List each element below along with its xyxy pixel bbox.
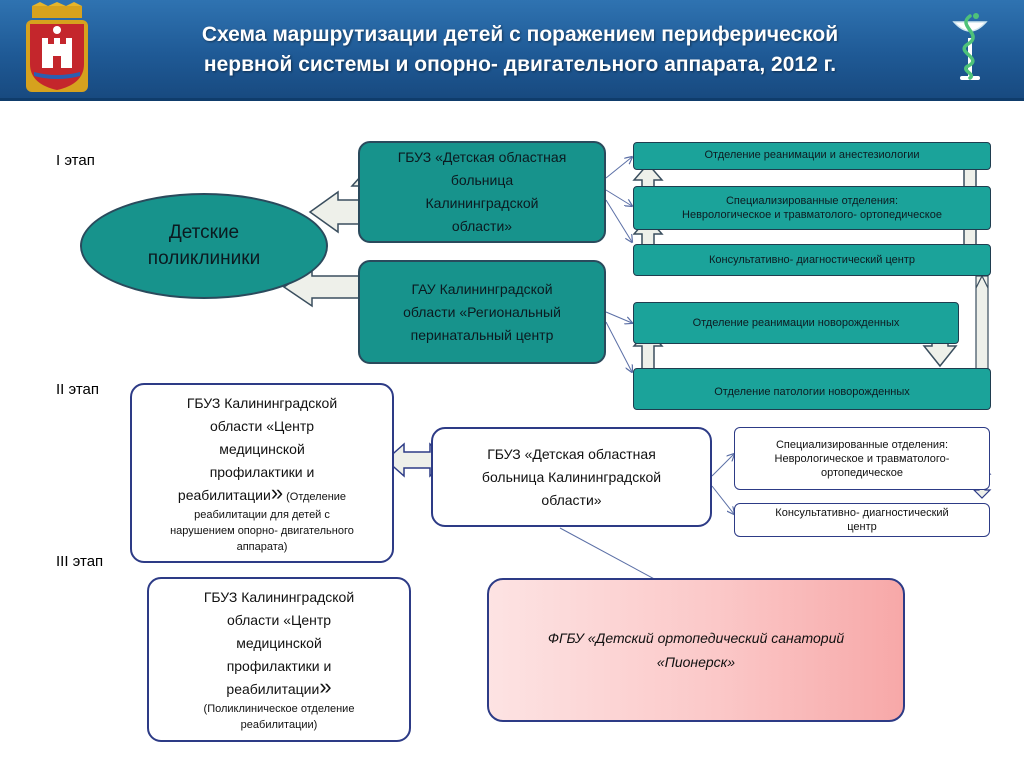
prevention2-note-line-2: реабилитации для детей с xyxy=(194,508,330,521)
dept-newborn-pathology: Отделение патологии новорожденных xyxy=(633,368,991,410)
prevention2-line-5: реабилитации xyxy=(177,486,271,503)
connector-hospital-specialized xyxy=(605,189,632,206)
prevention2-note-line-4: аппарата) xyxy=(236,540,288,553)
dept2-consultative-line-2: центр xyxy=(847,521,877,533)
connector-hospital-reanimation xyxy=(605,157,632,179)
dept2-specialized-line-1: Специализированные отделения: xyxy=(775,438,949,451)
title-line-2: нервной системы и опорно- двигательного … xyxy=(203,53,837,76)
title-line-1: Схема маршрутизации детей с поражением п… xyxy=(201,23,839,46)
prevention3-line-5: реабилитации xyxy=(226,681,320,697)
prevention2-note-line-3: нарушением опорно- двигательного xyxy=(170,524,354,537)
prevention2-quote: » xyxy=(270,479,284,505)
dept2-specialized-line-3: ортопедическое xyxy=(821,466,903,479)
dept-newborn-reanimation: Отделение реанимации новорожденных xyxy=(633,302,959,344)
connector-perinatal-newborn-reanimation xyxy=(605,311,632,323)
sanatorium-line-2: «Пионерск» xyxy=(656,654,736,670)
perinatal-line-1: ГАУ Калининградской xyxy=(411,280,553,297)
connector-hospital2-consultative xyxy=(711,485,734,514)
prevention3-note-line-2: реабилитации) xyxy=(240,719,318,731)
prevention2-line-5-row: реабилитации» (Отделение xyxy=(177,481,347,507)
perinatal-line-2: области «Региональный xyxy=(403,303,561,320)
dept-specialized-line-1: Специализированные отделения: xyxy=(725,195,899,207)
prevention2-line-4: профилактики и xyxy=(209,463,315,480)
dept-reanimation-label: Отделение реанимации и анестезиологии xyxy=(704,149,920,161)
dept-specialized-line-2: Неврологическое и травматолого- ортопеди… xyxy=(682,209,942,221)
children-hospital-line-2: больница xyxy=(450,172,514,188)
prevention3-line-4: профилактики и xyxy=(226,658,332,674)
header-banner: Схема маршрутизации детей с поражением п… xyxy=(0,0,1024,101)
bowl-of-hygieia-icon xyxy=(952,13,988,80)
stage-label-1: I этап xyxy=(56,152,95,169)
loop-arrow-consultative-to-newborn-pathology xyxy=(959,275,989,381)
children-clinics-node: Детские поликлиники xyxy=(80,193,328,299)
prevention-center-stage2-node: ГБУЗ Калининградской области «Центр меди… xyxy=(130,383,394,563)
kaliningrad-coat-of-arms-icon xyxy=(26,2,88,92)
perinatal-center-node: ГАУ Калининградской области «Региональны… xyxy=(358,260,606,364)
dept-reanimation-anesthesiology: Отделение реанимации и анестезиологии xyxy=(633,142,991,170)
dept2-specialized: Специализированные отделения: Неврологич… xyxy=(734,427,990,490)
page-title: Схема маршрутизации детей с поражением п… xyxy=(120,20,920,80)
prevention3-note-line-1: (Поликлиническое отделение xyxy=(203,703,355,715)
prevention2-line-2: области «Центр xyxy=(209,417,315,434)
connector-hospital-consultative xyxy=(605,199,632,242)
perinatal-line-3: перинатальный центр xyxy=(410,326,554,343)
prevention2-line-3: медицинской xyxy=(219,440,305,457)
prevention3-line-3: медицинской xyxy=(236,635,322,651)
sanatorium-node: ФГБУ «Детский ортопедический санаторий «… xyxy=(487,578,905,722)
children-hospital-line-4: области» xyxy=(451,218,513,234)
dept-newborn-reanimation-label: Отделение реанимации новорожденных xyxy=(692,317,900,329)
dept-specialized: Специализированные отделения: Неврологич… xyxy=(633,186,991,230)
stage-label-3: III этап xyxy=(56,553,104,570)
dept2-consultative-line-1: Консультативно- диагностический xyxy=(775,507,949,519)
sanatorium-line-1: ФГБУ «Детский ортопедический санаторий xyxy=(547,630,845,646)
children-hospital-stage2-node: ГБУЗ «Детская областная больница Калинин… xyxy=(431,427,712,527)
prevention-center-stage3-node: ГБУЗ Калининградской области «Центр меди… xyxy=(147,577,411,742)
prevention2-line-1: ГБУЗ Калининградской xyxy=(186,394,338,411)
dept2-consultative-center: Консультативно- диагностический центр xyxy=(734,503,990,537)
prevention3-line-5-row: реабилитации» xyxy=(226,676,331,701)
connector-hospital2-specialized xyxy=(711,454,734,477)
hospital2-line-3: области» xyxy=(541,491,602,508)
children-hospital-node: ГБУЗ «Детская областная больница Калинин… xyxy=(358,141,606,243)
hospital2-line-1: ГБУЗ «Детская областная xyxy=(487,445,656,462)
loop-arrow-head xyxy=(975,274,989,289)
dept-newborn-pathology-label: Отделение патологии новорожденных xyxy=(714,386,910,398)
prevention3-quote: » xyxy=(319,674,332,699)
prevention3-line-1: ГБУЗ Калининградской xyxy=(203,589,355,605)
hospital2-line-2: больница Калининградской xyxy=(481,468,662,485)
dept-consultative-label: Консультативно- диагностический центр xyxy=(709,254,915,266)
dept-consultative-center: Консультативно- диагностический центр xyxy=(633,244,991,276)
stage-label-2: II этап xyxy=(56,381,99,398)
clinics-line-2: поликлиники xyxy=(147,248,261,269)
connector-perinatal-newborn-pathology xyxy=(605,321,632,372)
dept2-specialized-line-2: Неврологическое и травматолого- xyxy=(774,452,950,465)
prevention3-line-2: области «Центр xyxy=(226,612,332,628)
clinics-line-1: Детские xyxy=(168,222,240,243)
children-hospital-line-3: Калининградской xyxy=(425,195,539,211)
children-hospital-line-1: ГБУЗ «Детская областная xyxy=(397,149,567,165)
prevention2-note-line-1: (Отделение xyxy=(283,490,347,503)
